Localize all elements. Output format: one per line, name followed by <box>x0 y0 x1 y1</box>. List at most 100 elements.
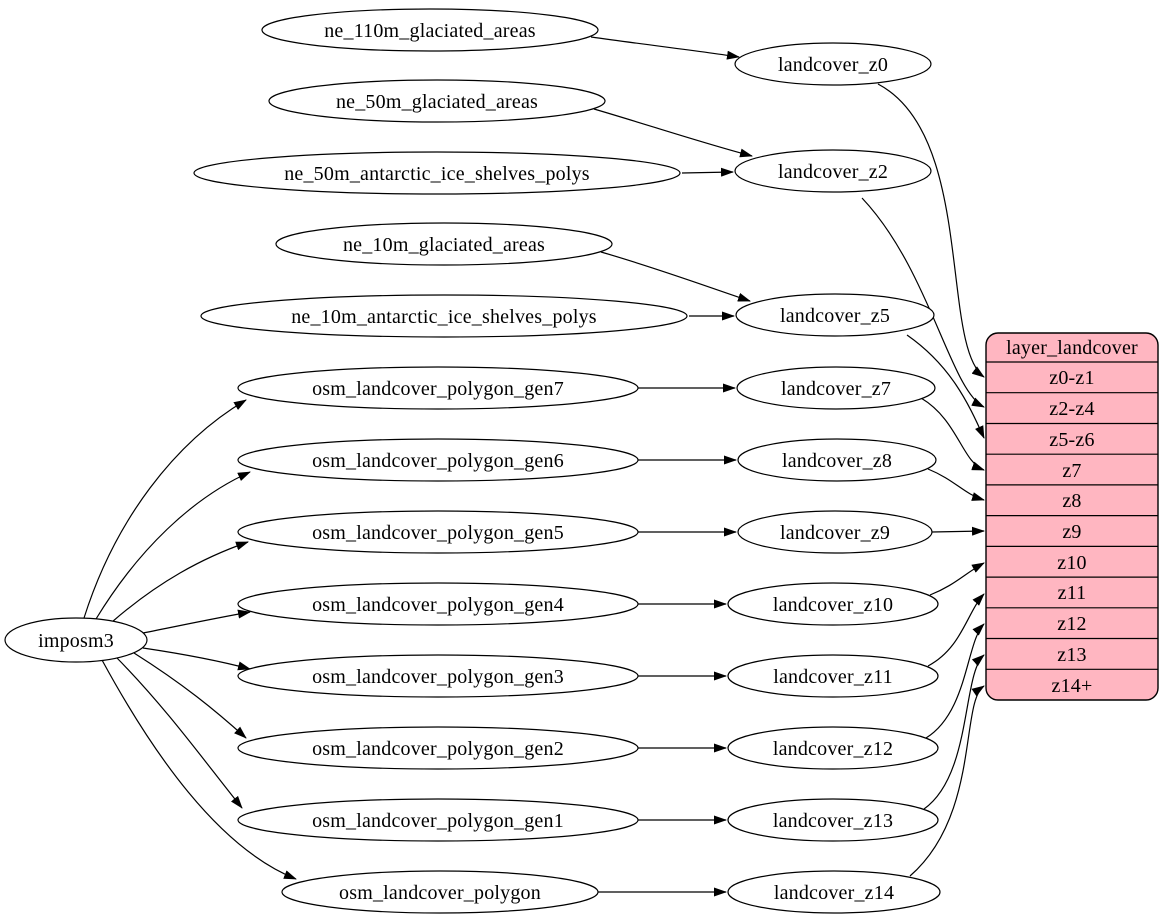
osm-landcover-polygon-label: osm_landcover_polygon <box>339 882 541 904</box>
edge-landcover_z13-layer-row-z13 <box>923 654 985 810</box>
landcover-z0-label: landcover_z0 <box>778 54 888 76</box>
landcover-z11-shape <box>727 654 939 698</box>
ne-110m-glaciated-areas-shape <box>261 8 599 52</box>
edge-imposm3-osm_landcover_polygon_gen4 <box>142 609 251 634</box>
edge-imposm3-osm_landcover_polygon_gen3 <box>142 647 251 671</box>
layer-row-z0-z1: z0-z1 <box>1049 367 1094 389</box>
edge-imposm3-osm_landcover_polygon_gen6 <box>95 471 251 620</box>
osm-landcover-polygon-gen6-label: osm_landcover_polygon_gen6 <box>312 450 564 472</box>
node-ne-50m-glaciated-areas: ne_50m_glaciated_areas <box>268 79 606 123</box>
landcover-z5-label: landcover_z5 <box>780 305 890 327</box>
landcover-z2-shape <box>734 149 932 193</box>
landcover-z8-shape <box>737 438 937 482</box>
edge-landcover_z8-layer-row-z8 <box>927 468 985 501</box>
landcover-z7-label: landcover_z7 <box>781 378 891 400</box>
edge-landcover_z0-layer-row-z0-z1 <box>877 83 985 378</box>
node-landcover-z9: landcover_z9 <box>737 510 933 554</box>
landcover-z10-label: landcover_z10 <box>773 594 893 616</box>
node-landcover-z0: landcover_z0 <box>734 42 932 86</box>
edge-ne_50m_glaciated_areas-landcover_z2 <box>593 108 753 158</box>
edge-ne_50m_antarctic_ice_shelves_polys-landcover_z2 <box>681 167 734 177</box>
osm-landcover-polygon-shape <box>281 870 599 914</box>
node-landcover-z8: landcover_z8 <box>737 438 937 482</box>
landcover-z5-shape <box>735 293 935 337</box>
imposm3-label: imposm3 <box>38 630 114 652</box>
node-landcover-z14: landcover_z14 <box>727 870 941 914</box>
node-osm-landcover-polygon-gen1: osm_landcover_polygon_gen1 <box>237 798 639 842</box>
landcover-z7-shape <box>736 366 936 410</box>
edge-landcover_z2-layer-row-z2-z4 <box>861 197 985 408</box>
ne-50m-antarctic-ice-shelves-polys-label: ne_50m_antarctic_ice_shelves_polys <box>284 163 590 185</box>
node-osm-landcover-polygon-gen5: osm_landcover_polygon_gen5 <box>237 510 639 554</box>
ne-50m-antarctic-ice-shelves-polys-shape <box>193 151 681 195</box>
layer-row-z9: z9 <box>1062 521 1081 543</box>
layer-row-z14plus: z14+ <box>1052 675 1093 697</box>
osm-landcover-polygon-gen6-shape <box>237 438 639 482</box>
node-ne-50m-antarctic-ice-shelves-polys: ne_50m_antarctic_ice_shelves_polys <box>193 151 681 195</box>
node-ne-10m-antarctic-ice-shelves-polys: ne_10m_antarctic_ice_shelves_polys <box>200 294 688 338</box>
landcover-z14-label: landcover_z14 <box>774 882 894 904</box>
ne-50m-glaciated-areas-shape <box>268 79 606 123</box>
landcover-z9-label: landcover_z9 <box>780 522 890 544</box>
osm-landcover-polygon-gen7-shape <box>237 366 639 410</box>
osm-landcover-polygon-gen2-label: osm_landcover_polygon_gen2 <box>312 738 564 760</box>
edge-landcover_z10-layer-row-z10 <box>929 562 985 596</box>
edge-imposm3-osm_landcover_polygon_gen7 <box>83 399 247 619</box>
edge-landcover_z9-layer-row-z9 <box>931 526 985 536</box>
node-landcover-z12: landcover_z12 <box>727 726 939 770</box>
osm-landcover-polygon-gen3-label: osm_landcover_polygon_gen3 <box>312 666 564 688</box>
edge-landcover_z7-layer-row-z7 <box>920 397 985 471</box>
node-imposm3: imposm3 <box>4 617 148 663</box>
edge-imposm3-osm_landcover_polygon_gen2 <box>133 652 247 739</box>
osm-landcover-polygon-gen4-label: osm_landcover_polygon_gen4 <box>312 594 564 616</box>
osm-landcover-polygon-gen2-shape <box>237 726 639 770</box>
osm-landcover-polygon-gen5-shape <box>237 510 639 554</box>
ne-10m-glaciated-areas-label: ne_10m_glaciated_areas <box>343 234 545 256</box>
node-landcover-z5: landcover_z5 <box>735 293 935 337</box>
osm-landcover-polygon-gen4-shape <box>237 582 639 626</box>
layer-row-z10: z10 <box>1057 552 1086 574</box>
edge-imposm3-osm_landcover_polygon <box>101 659 297 880</box>
node-osm-landcover-polygon-gen2: osm_landcover_polygon_gen2 <box>237 726 639 770</box>
landcover-z12-label: landcover_z12 <box>773 738 893 760</box>
edge-imposm3-osm_landcover_polygon_gen1 <box>116 657 243 809</box>
node-osm-landcover-polygon-gen7: osm_landcover_polygon_gen7 <box>237 366 639 410</box>
node-ne-10m-glaciated-areas: ne_10m_glaciated_areas <box>275 222 613 266</box>
layer-row-z2-z4: z2-z4 <box>1049 398 1094 420</box>
ne-110m-glaciated-areas-label: ne_110m_glaciated_areas <box>324 20 536 42</box>
edge-ne_10m_glaciated_areas-landcover_z5 <box>600 251 751 302</box>
ne-10m-glaciated-areas-shape <box>275 222 613 266</box>
landcover-z10-shape <box>727 582 939 626</box>
edge-layer <box>83 36 985 897</box>
landcover-z14-shape <box>727 870 941 914</box>
layer-row-z7: z7 <box>1062 460 1081 482</box>
node-osm-landcover-polygon-gen4: osm_landcover_polygon_gen4 <box>237 582 639 626</box>
node-landcover-z2: landcover_z2 <box>734 149 932 193</box>
node-layer-landcover: layer_landcover z0-z1 z2-z4 z5-z6 z7 z8 … <box>985 332 1159 701</box>
layer-row-z11: z11 <box>1058 582 1087 604</box>
ne-10m-antarctic-ice-shelves-polys-shape <box>200 294 688 338</box>
osm-landcover-polygon-gen5-label: osm_landcover_polygon_gen5 <box>312 522 564 544</box>
node-landcover-z10: landcover_z10 <box>727 582 939 626</box>
edge-landcover_z11-layer-row-z11 <box>927 593 985 667</box>
imposm3-shape <box>4 617 148 663</box>
landcover-z12-shape <box>727 726 939 770</box>
layer-landcover-title: layer_landcover <box>1006 337 1138 359</box>
landcover-z8-label: landcover_z8 <box>782 450 892 472</box>
edge-landcover_z14-layer-row-z14plus <box>909 685 985 877</box>
node-ne-110m-glaciated-areas: ne_110m_glaciated_areas <box>261 8 599 52</box>
landcover-z2-label: landcover_z2 <box>778 161 888 183</box>
node-landcover-z7: landcover_z7 <box>736 366 936 410</box>
ne-50m-glaciated-areas-label: ne_50m_glaciated_areas <box>336 91 538 113</box>
edge-ne_110m_glaciated_areas-landcover_z0 <box>590 36 740 60</box>
landcover-z11-label: landcover_z11 <box>773 666 893 688</box>
node-landcover-z11: landcover_z11 <box>727 654 939 698</box>
layer-row-z13: z13 <box>1057 644 1086 666</box>
node-osm-landcover-polygon: osm_landcover_polygon <box>281 870 599 914</box>
edge-landcover_z12-layer-row-z12 <box>925 623 985 739</box>
edge-landcover_z5-layer-row-z5-z6 <box>906 334 985 439</box>
landcover-z9-shape <box>737 510 933 554</box>
landcover-z13-shape <box>727 798 939 842</box>
osm-landcover-polygon-gen1-shape <box>237 798 639 842</box>
